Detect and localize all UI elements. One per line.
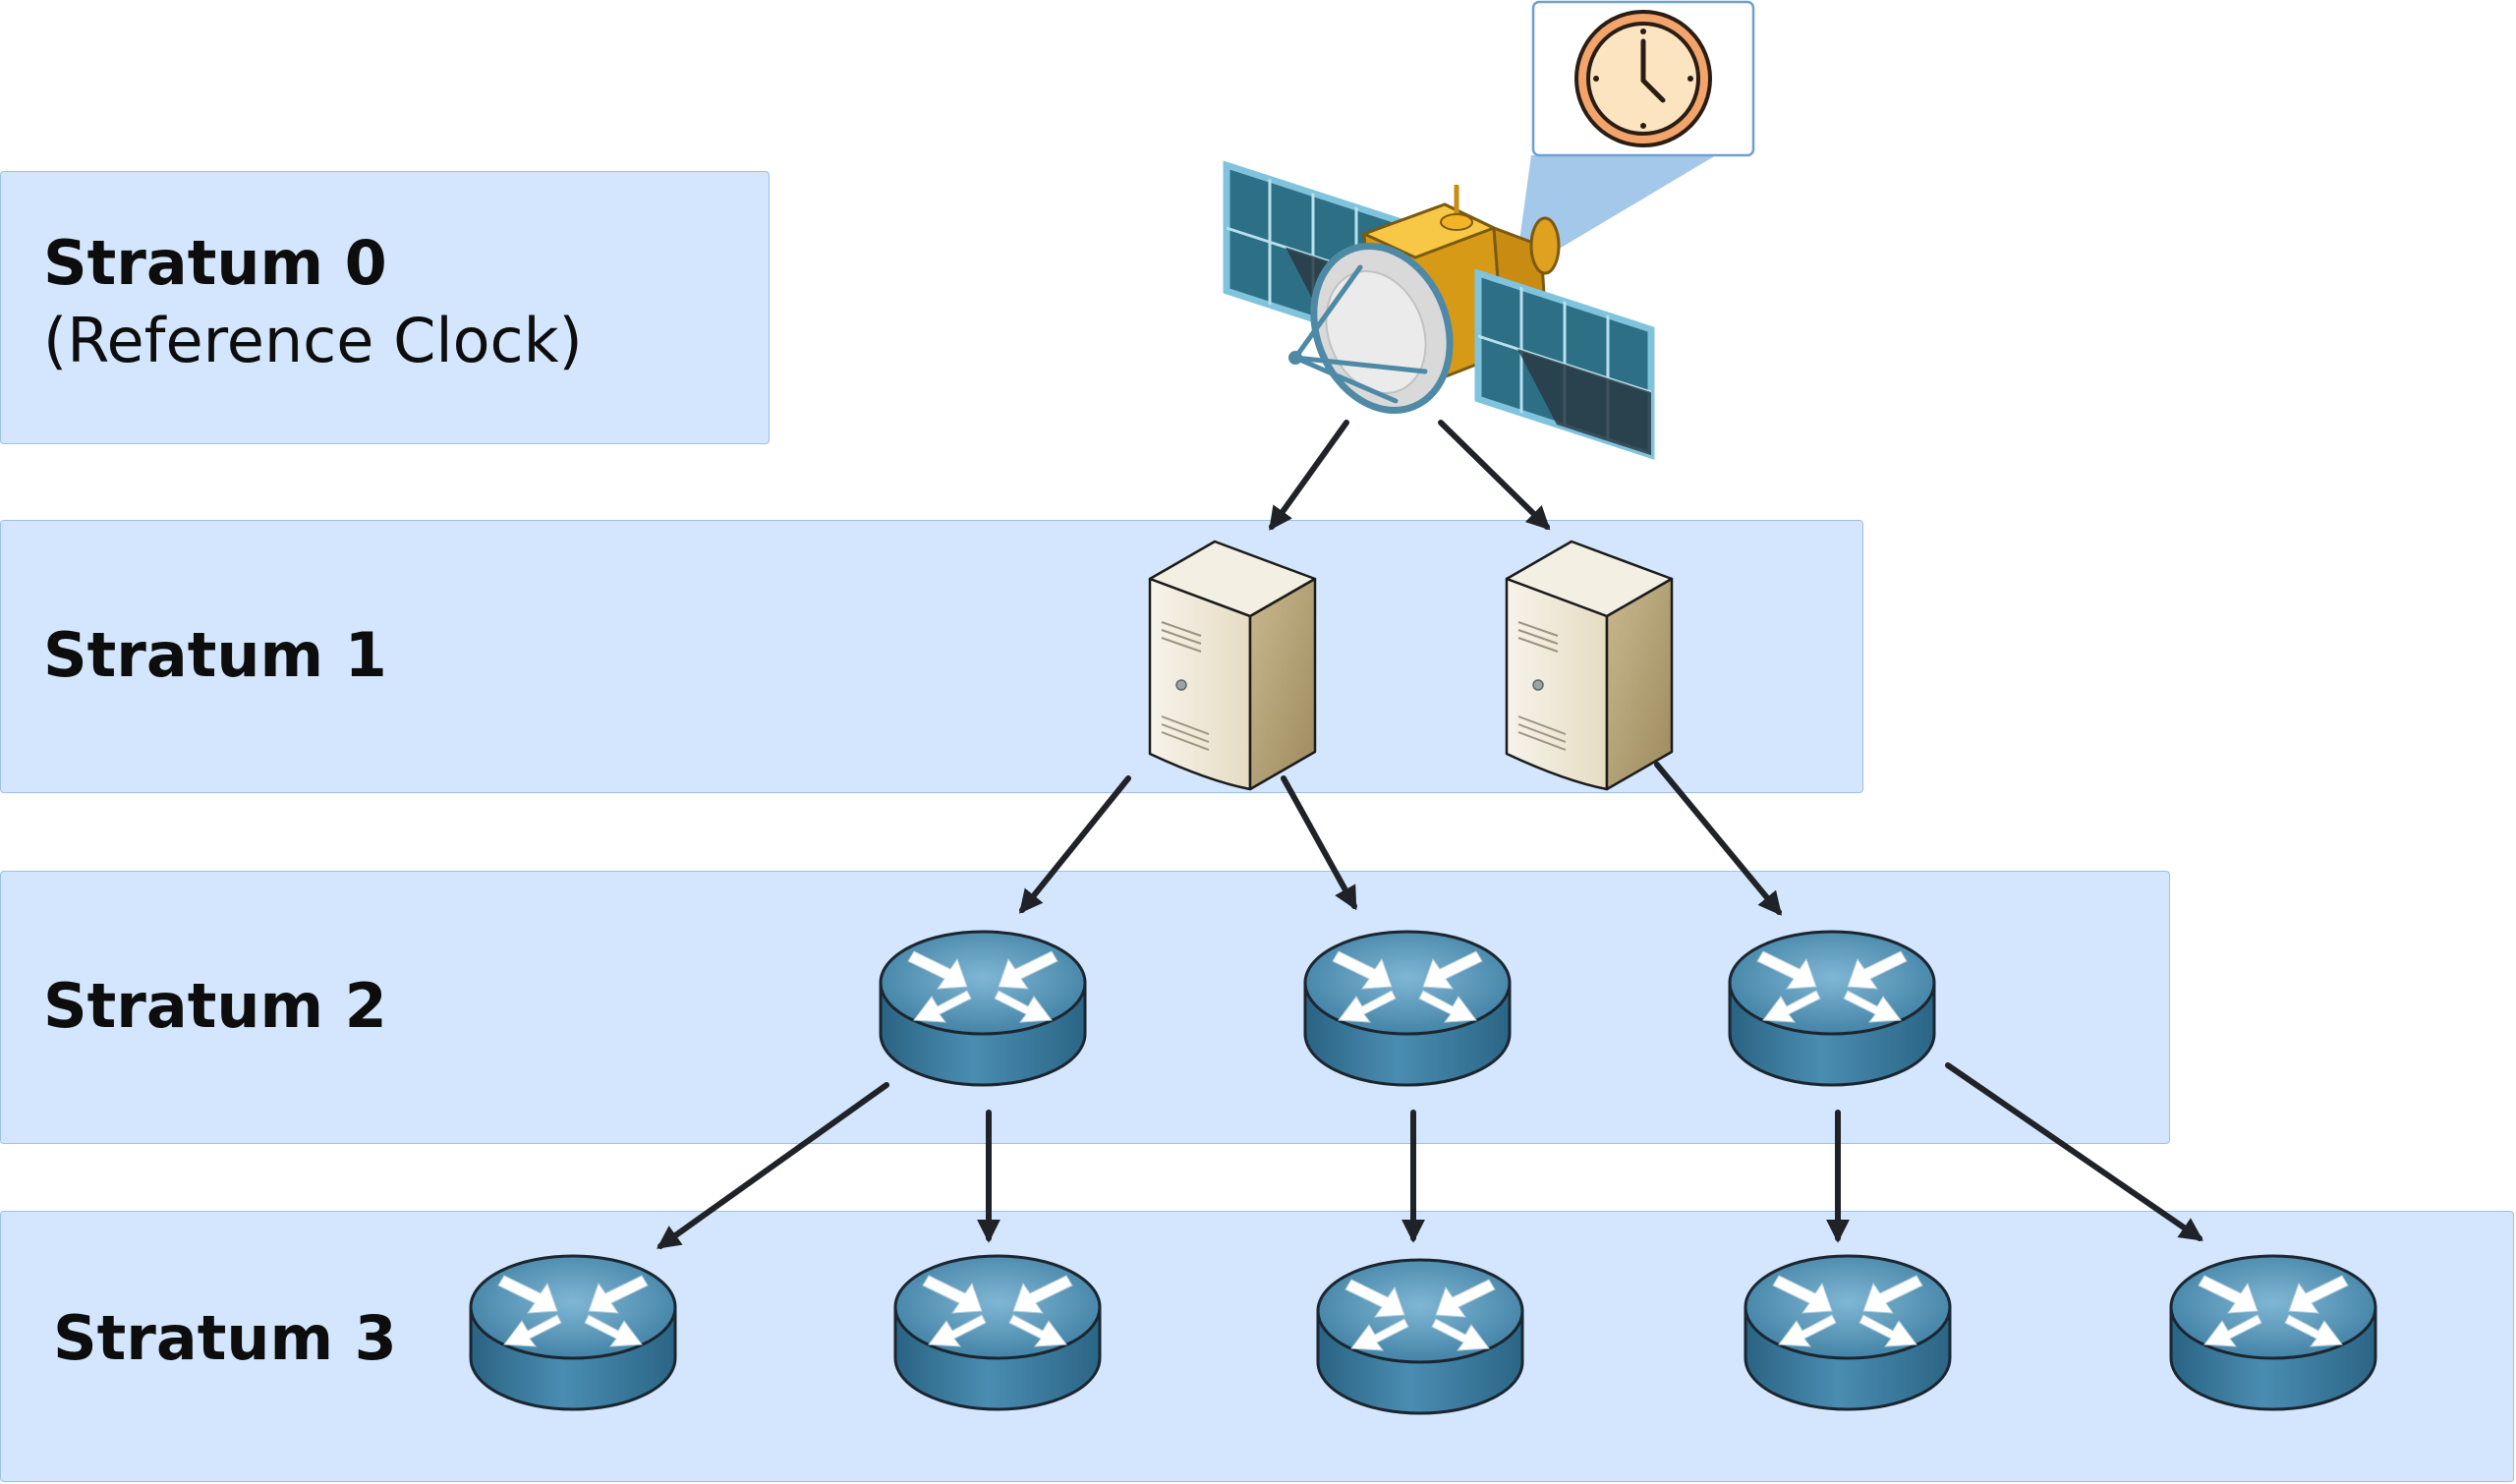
stratum-3-router-5 bbox=[2169, 1254, 2377, 1411]
stratum-3-router-4 bbox=[1744, 1254, 1952, 1411]
stratum-1-title: Stratum 1 bbox=[43, 619, 387, 691]
satellite-icon bbox=[1223, 160, 1655, 460]
stratum-3-router-1 bbox=[469, 1254, 677, 1411]
router-icon bbox=[1744, 1254, 1952, 1411]
stratum-0-label: Stratum 0 (Reference Clock) bbox=[43, 224, 583, 380]
router-icon bbox=[1316, 1258, 1524, 1415]
arrow-server-1-to-router-2-2 bbox=[1281, 775, 1357, 911]
server-icon bbox=[1505, 540, 1674, 791]
arrow-server-2-to-router-2-3 bbox=[1654, 762, 1783, 916]
router-icon bbox=[2169, 1254, 2377, 1411]
stratum-3-label: Stratum 3 bbox=[53, 1299, 397, 1377]
router-icon bbox=[893, 1254, 1102, 1411]
stratum-1-server-2 bbox=[1505, 540, 1674, 791]
arrow-router-2-3-to-router-3-5 bbox=[1945, 1062, 2203, 1241]
stratum-2-router-2 bbox=[1303, 930, 1512, 1087]
stratum-3-router-3 bbox=[1316, 1258, 1524, 1415]
router-icon bbox=[1728, 930, 1936, 1087]
clock-callout-beam bbox=[1517, 155, 1716, 259]
stratum-2-router-3 bbox=[1728, 930, 1936, 1087]
stratum-3-router-2 bbox=[893, 1254, 1102, 1411]
arrow-satellite-to-server-2 bbox=[1438, 420, 1551, 531]
stratum-2-title: Stratum 2 bbox=[43, 970, 387, 1042]
stratum-3-band bbox=[0, 1211, 2514, 1482]
server-icon bbox=[1148, 540, 1317, 791]
arrow-satellite-to-server-1 bbox=[1269, 420, 1349, 531]
stratum-0-title: Stratum 0 bbox=[43, 227, 387, 299]
stratum-2-router-1 bbox=[879, 930, 1087, 1087]
clock-icon bbox=[1574, 10, 1712, 147]
stratum-1-server-1 bbox=[1148, 540, 1317, 791]
stratum-2-label: Stratum 2 bbox=[43, 967, 387, 1045]
stratum-0-band bbox=[0, 171, 770, 444]
stratum-3-title: Stratum 3 bbox=[53, 1302, 397, 1374]
stratum-0-subtitle: (Reference Clock) bbox=[43, 305, 583, 377]
arrow-server-1-to-router-2-1 bbox=[1018, 775, 1131, 914]
router-icon bbox=[1303, 930, 1512, 1087]
router-icon bbox=[469, 1254, 677, 1411]
router-icon bbox=[879, 930, 1087, 1087]
arrow-router-2-1-to-router-3-1 bbox=[657, 1082, 889, 1249]
reference-clock bbox=[1517, 0, 1755, 259]
stratum-1-label: Stratum 1 bbox=[43, 616, 387, 694]
